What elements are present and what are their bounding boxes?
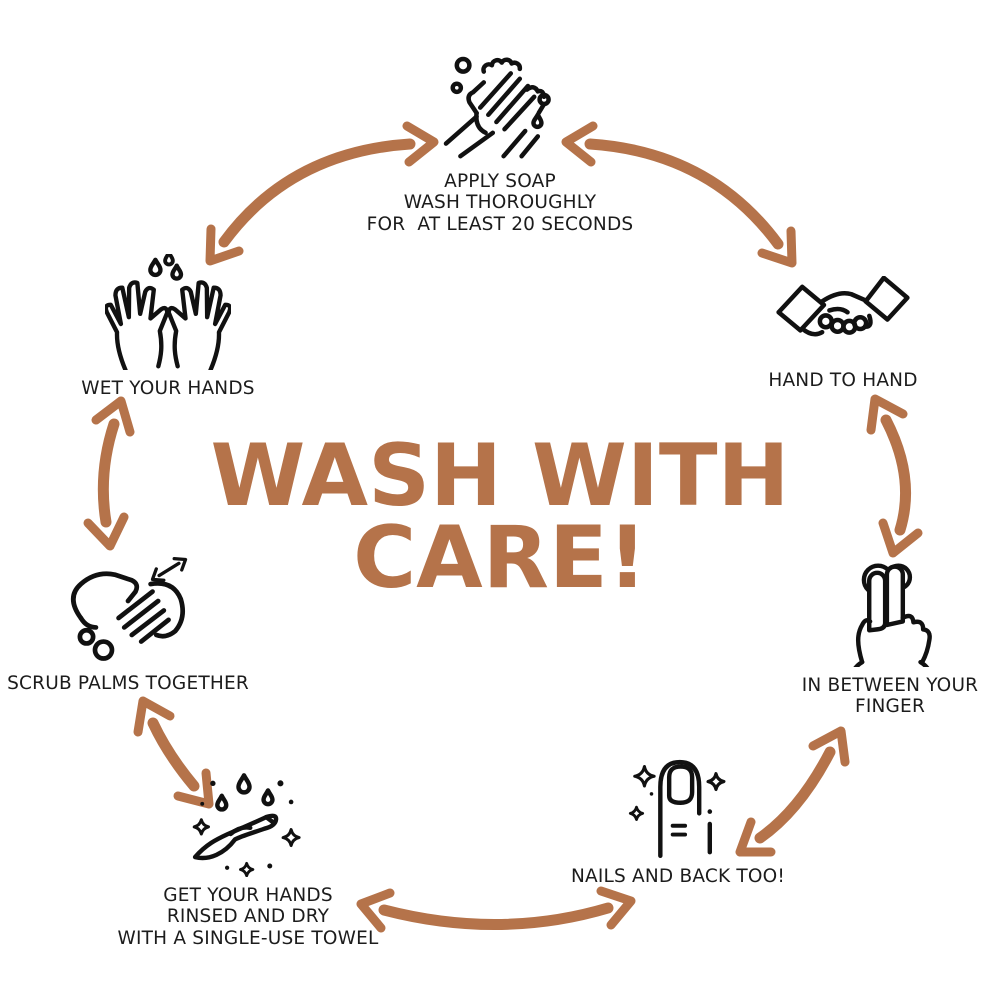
step-nails-and-back: NAILS AND BACK TOO! bbox=[518, 748, 838, 888]
step-in-between-finger: IN BETWEEN YOUR FINGER bbox=[730, 556, 1000, 718]
wet-hands-icon bbox=[105, 254, 231, 371]
step-label: SCRUB PALMS TOGETHER bbox=[7, 673, 249, 695]
step-label: HAND TO HAND bbox=[768, 370, 918, 392]
scrub-palms-icon bbox=[70, 556, 188, 661]
fingernail-icon bbox=[628, 759, 726, 858]
step-label: IN BETWEEN YOUR FINGER bbox=[801, 674, 979, 718]
flow-arrow-wet-to-soap bbox=[205, 121, 439, 266]
page-title: WASH WITH CARE! bbox=[210, 426, 790, 608]
flow-arrow-nails-to-towel bbox=[356, 886, 636, 933]
washing-hands-icon bbox=[443, 56, 551, 159]
step-apply-soap: APPLY SOAP WASH THOROUGHLY FOR AT LEAST … bbox=[340, 50, 660, 236]
step-scrub-palms: SCRUB PALMS TOGETHER bbox=[0, 552, 288, 695]
step-rinse-and-dry: GET YOUR HANDS RINSED AND DRY WITH A SIN… bbox=[88, 770, 408, 950]
flow-arrow-scrub-to-towel bbox=[133, 696, 214, 809]
rinse-dry-hand-icon bbox=[192, 773, 301, 877]
two-finger-icon bbox=[853, 563, 932, 667]
handshake-icon bbox=[776, 276, 910, 337]
flow-arrow-finger-to-nails bbox=[735, 726, 850, 857]
step-label: GET YOUR HANDS RINSED AND DRY WITH A SIN… bbox=[117, 884, 379, 950]
flow-arrow-hand-to-finger bbox=[866, 394, 923, 558]
step-wet-hands: WET YOUR HANDS bbox=[8, 254, 328, 400]
step-label: NAILS AND BACK TOO! bbox=[570, 866, 786, 888]
step-label: WET YOUR HANDS bbox=[81, 378, 255, 400]
flow-arrow-soap-to-hand bbox=[561, 121, 797, 268]
step-label: APPLY SOAP WASH THOROUGHLY FOR AT LEAST … bbox=[366, 170, 634, 236]
step-hand-to-hand: HAND TO HAND bbox=[683, 276, 1000, 392]
flow-arrow-wet-to-scrub bbox=[83, 396, 135, 551]
